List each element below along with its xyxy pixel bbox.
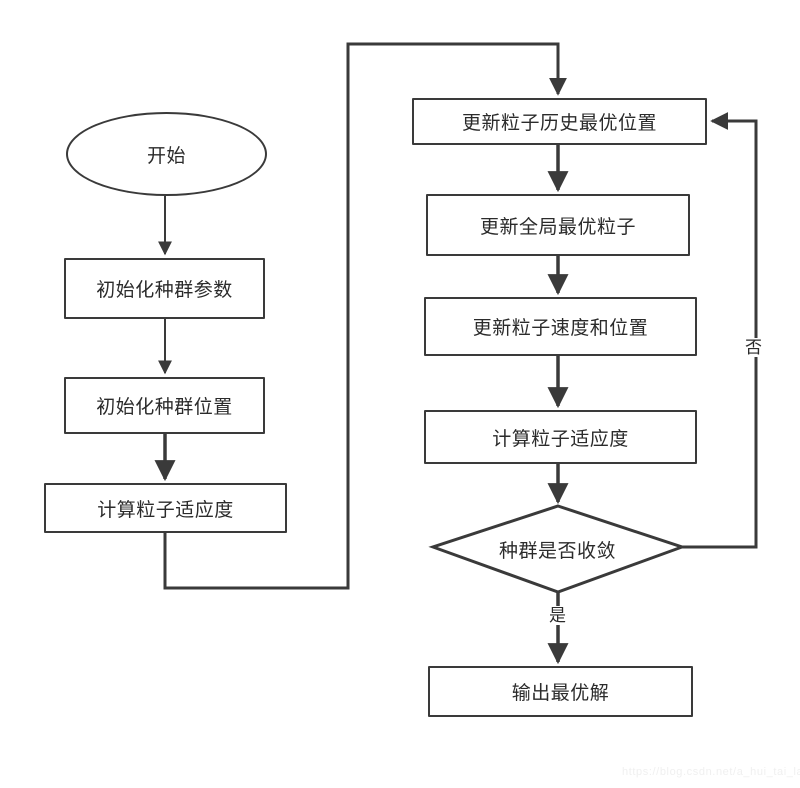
node-init-positions[interactable]: 初始化种群位置 (64, 377, 265, 434)
edge-fitness-to-update-pbest (163, 42, 567, 590)
node-update-velocity[interactable]: 更新粒子速度和位置 (424, 297, 697, 356)
node-update-pbest-label: 更新粒子历史最优位置 (461, 113, 657, 134)
node-update-velocity-label: 更新粒子速度和位置 (472, 318, 649, 339)
edge-converge-no-to-update-pbest (682, 112, 758, 549)
node-start-label: 开始 (146, 145, 186, 167)
edge-label-no: 否 (742, 338, 765, 357)
node-fitness-left[interactable]: 计算粒子适应度 (44, 483, 287, 533)
decision-diamond-shape (428, 504, 687, 594)
node-init-params-label: 初始化种群参数 (96, 280, 233, 301)
node-start[interactable]: 开始 (66, 112, 267, 196)
node-output[interactable]: 输出最优解 (428, 666, 693, 717)
node-fitness-right[interactable]: 计算粒子适应度 (424, 410, 697, 464)
watermark-text: https://blog.csdn.net/a_hui_tai_lang (622, 766, 800, 778)
node-init-params[interactable]: 初始化种群参数 (64, 258, 265, 319)
node-fitness-left-label: 计算粒子适应度 (97, 499, 234, 521)
edge-label-yes: 是 (546, 606, 569, 625)
node-update-gbest-label: 更新全局最优粒子 (479, 216, 636, 238)
node-update-pbest[interactable]: 更新粒子历史最优位置 (412, 98, 707, 145)
node-init-positions-label: 初始化种群位置 (96, 397, 233, 418)
node-output-label: 输出最优解 (511, 683, 610, 704)
node-fitness-right-label: 计算粒子适应度 (492, 428, 629, 450)
node-converge-decision[interactable]: 种群是否收敛 (433, 506, 682, 592)
node-converge-label: 种群是否收敛 (498, 540, 616, 562)
node-update-gbest[interactable]: 更新全局最优粒子 (426, 194, 690, 256)
